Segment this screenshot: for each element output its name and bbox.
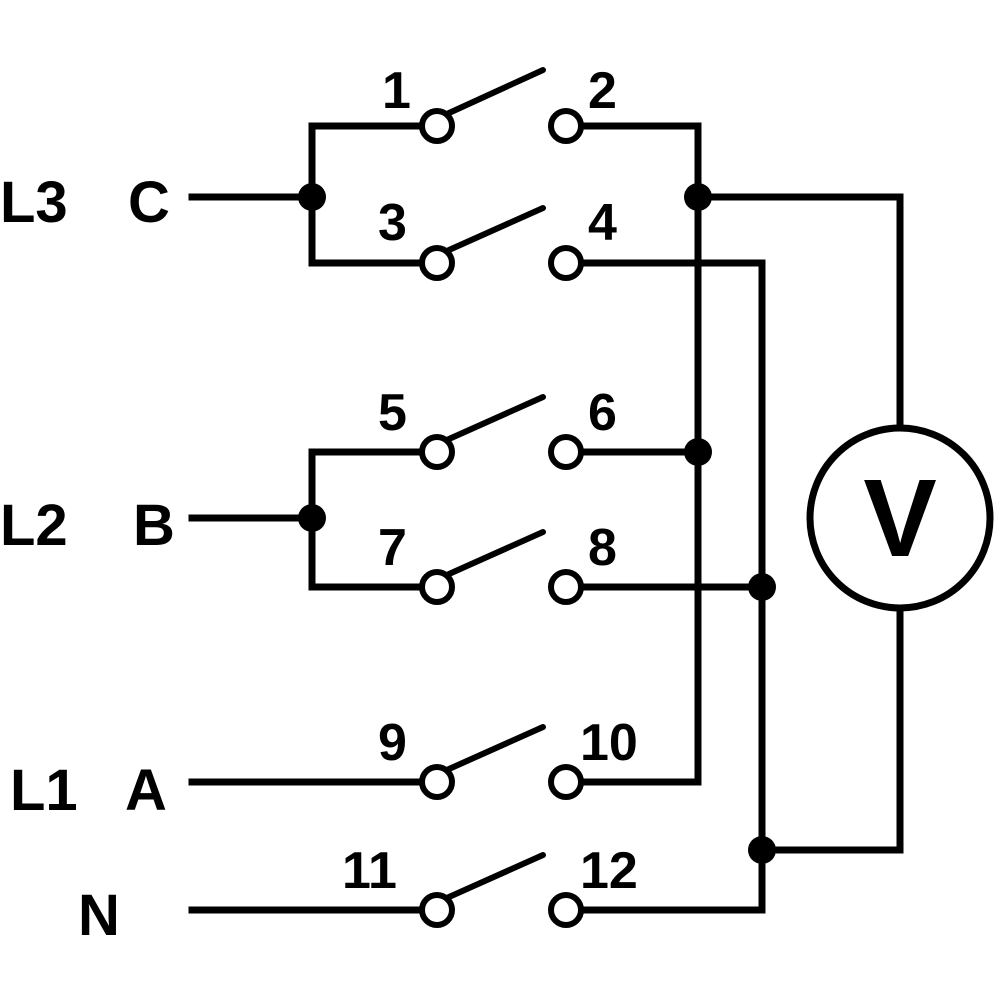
switch-lever-1-2 (446, 67, 546, 116)
terminal-label-9: 9 (378, 714, 407, 772)
terminal-11 (419, 892, 455, 928)
switch-lever-9-10 (446, 724, 546, 772)
terminal-label-11: 11 (342, 842, 397, 900)
switch-lever-11-12 (446, 852, 546, 900)
junction-meter-bottom (748, 836, 776, 864)
terminal-6 (548, 434, 584, 470)
switch-lever-3-4 (446, 205, 546, 253)
terminal-5 (419, 434, 455, 470)
terminal-7 (419, 569, 455, 605)
terminal-label-8: 8 (588, 519, 617, 577)
junction-l2 (298, 504, 326, 532)
terminal-label-10: 10 (580, 714, 638, 772)
junction-t8 (748, 573, 776, 601)
switch-lever-5-6 (446, 394, 546, 442)
junction-l3 (298, 183, 326, 211)
terminal-10 (548, 764, 584, 800)
phase-label-c: C (128, 170, 170, 235)
terminal-4 (548, 245, 584, 281)
terminal-1 (419, 108, 455, 144)
switch-lever-7-8 (446, 529, 546, 577)
phase-label-a: A (125, 758, 167, 823)
terminal-3 (419, 245, 455, 281)
terminal-label-6: 6 (588, 384, 617, 442)
terminal-label-4: 4 (588, 194, 617, 252)
terminals (419, 108, 584, 928)
terminal-9 (419, 764, 455, 800)
wire-meter-top (694, 193, 904, 429)
line-label-n: N (78, 883, 120, 948)
terminal-label-12: 12 (580, 842, 638, 900)
switch-levers (446, 67, 546, 900)
voltmeter-symbol: V (863, 457, 936, 580)
junction-t6 (684, 438, 712, 466)
phase-label-b: B (133, 493, 175, 558)
line-label-l1: L1 (10, 758, 78, 823)
terminal-label-3: 3 (378, 194, 407, 252)
voltmeter-circle (806, 424, 994, 612)
line-label-l2: L2 (0, 493, 68, 558)
terminal-12 (548, 892, 584, 928)
wire-meter-bottom (758, 608, 904, 854)
terminal-labels: 1 2 3 4 5 6 7 8 9 10 11 12 (342, 62, 638, 900)
terminal-2 (548, 108, 584, 144)
terminal-8 (548, 569, 584, 605)
terminal-label-2: 2 (588, 62, 617, 120)
voltmeter: V (806, 424, 994, 612)
line-label-l3: L3 (0, 170, 68, 235)
terminal-label-1: 1 (382, 62, 411, 120)
junction-dots (298, 183, 776, 864)
terminal-label-5: 5 (378, 384, 407, 442)
junction-meter-top (684, 183, 712, 211)
terminal-label-7: 7 (378, 519, 407, 577)
